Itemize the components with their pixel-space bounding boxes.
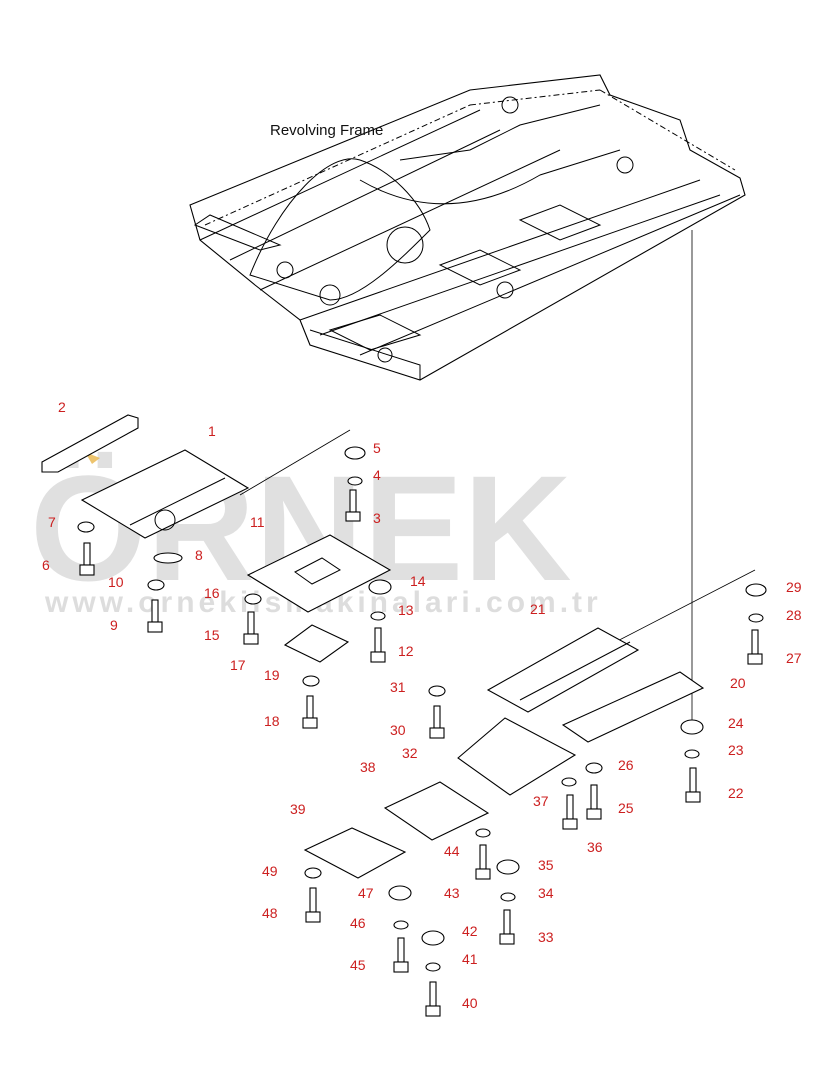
part-plate-20 (561, 671, 705, 743)
part-plate-21 (486, 627, 640, 713)
callout-15: 15 (204, 627, 220, 643)
callout-2: 2 (58, 399, 66, 415)
part-bracket (41, 414, 139, 473)
part-ring (153, 552, 183, 564)
callout-26: 26 (618, 757, 634, 773)
callout-40: 40 (462, 995, 478, 1011)
washers (77, 446, 767, 972)
leader-21-29 (599, 569, 756, 651)
callout-45: 45 (350, 957, 366, 973)
callout-30: 30 (390, 722, 406, 738)
callout-46: 46 (350, 915, 366, 931)
callout-33: 33 (538, 929, 554, 945)
part-cover-plate-1 (80, 449, 250, 539)
callout-8: 8 (195, 547, 203, 563)
callout-22: 22 (728, 785, 744, 801)
callout-27: 27 (786, 650, 802, 666)
callout-34: 34 (538, 885, 554, 901)
callout-29: 29 (786, 579, 802, 595)
callout-6: 6 (42, 557, 50, 573)
callout-38: 38 (360, 759, 376, 775)
callout-35: 35 (538, 857, 554, 873)
callout-48: 48 (262, 905, 278, 921)
callout-47: 47 (358, 885, 374, 901)
callout-31: 31 (390, 679, 406, 695)
callout-24: 24 (728, 715, 744, 731)
callout-10: 10 (108, 574, 124, 590)
bolts (79, 489, 763, 1017)
callout-17: 17 (230, 657, 246, 673)
part-plate-39 (303, 827, 407, 879)
callout-4: 4 (373, 467, 381, 483)
callout-44: 44 (444, 843, 460, 859)
part-plate-11 (246, 534, 392, 613)
callout-19: 19 (264, 667, 280, 683)
callout-28: 28 (786, 607, 802, 623)
callout-11: 11 (250, 514, 265, 530)
callout-3: 3 (373, 510, 381, 526)
callout-9: 9 (110, 617, 118, 633)
callout-labels: 1 2 3 4 5 6 7 8 9 10 11 12 13 14 15 16 1… (42, 399, 802, 1011)
callout-42: 42 (462, 923, 478, 939)
callout-12: 12 (398, 643, 414, 659)
part-plate-32 (457, 717, 577, 796)
callout-36: 36 (587, 839, 603, 855)
frame-label: Revolving Frame (270, 122, 383, 139)
callout-14: 14 (410, 573, 426, 589)
callout-37: 37 (533, 793, 549, 809)
revolving-frame-drawing (189, 74, 746, 381)
callout-25: 25 (618, 800, 634, 816)
callout-49: 49 (262, 863, 278, 879)
callout-39: 39 (290, 801, 306, 817)
part-plate-38 (383, 781, 490, 841)
callout-41: 41 (462, 951, 478, 967)
callout-16: 16 (204, 585, 220, 601)
callout-18: 18 (264, 713, 280, 729)
callout-1: 1 (208, 423, 216, 439)
callout-21: 21 (530, 601, 546, 617)
callout-13: 13 (398, 602, 414, 618)
leader-1-5 (239, 429, 351, 496)
callout-20: 20 (730, 675, 746, 691)
callout-5: 5 (373, 440, 381, 456)
callout-43: 43 (444, 885, 460, 901)
callout-7: 7 (48, 514, 56, 530)
part-plate-17 (283, 624, 350, 663)
callout-23: 23 (728, 742, 744, 758)
callout-32: 32 (402, 745, 418, 761)
